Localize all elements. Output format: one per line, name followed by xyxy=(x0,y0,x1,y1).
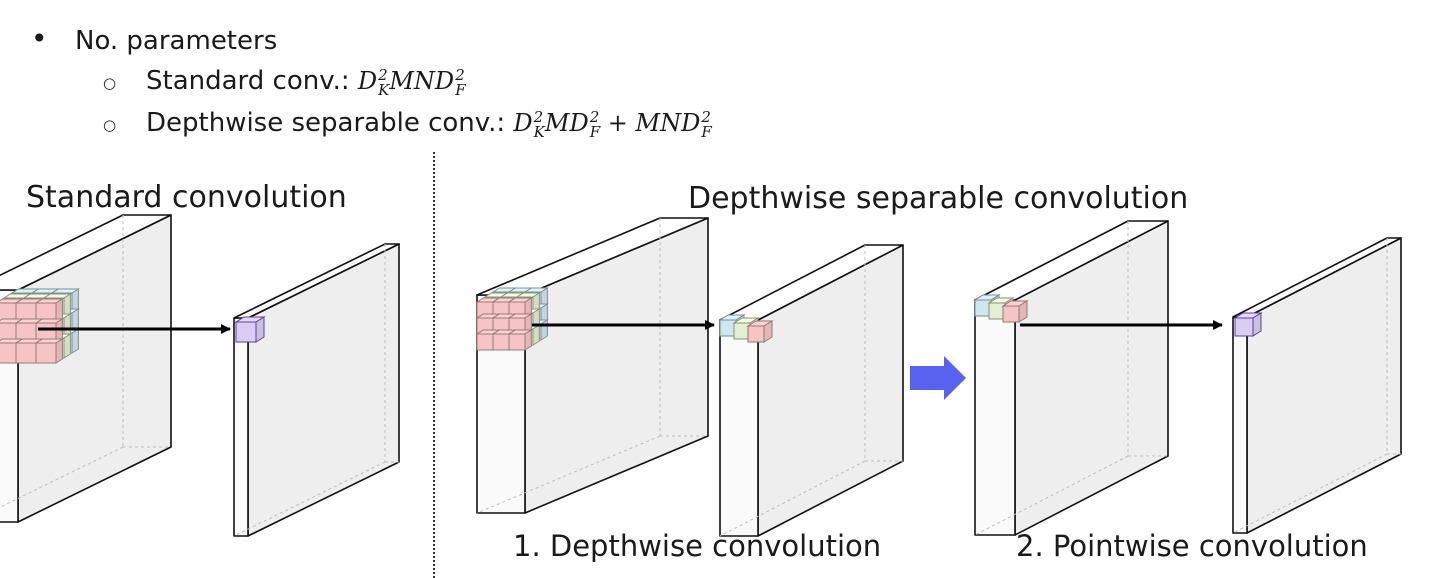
depthwise-output-block xyxy=(719,244,904,537)
block-side-face xyxy=(1246,237,1402,534)
kernel-cell xyxy=(34,338,65,364)
hidden-edge xyxy=(0,446,124,508)
section-divider xyxy=(433,152,435,578)
kernel-cell xyxy=(746,320,774,343)
stage-transition-arrow-icon xyxy=(910,356,966,400)
depthwise-input-block xyxy=(476,217,709,514)
bullet-ring-icon: ○ xyxy=(103,74,117,92)
hidden-edge xyxy=(233,461,386,537)
pointwise-output-cell xyxy=(1233,312,1263,337)
standard-kernel xyxy=(0,288,81,364)
input-feature-block xyxy=(0,214,172,523)
block-front-face xyxy=(719,319,759,537)
block-top-face xyxy=(0,214,172,291)
hidden-edge xyxy=(974,455,1129,536)
pointwise-output-block xyxy=(1232,237,1402,534)
block-front-face xyxy=(233,317,249,537)
depthwise-conv-label: Depthwise separable conv.: xyxy=(146,108,506,138)
pointwise-step-caption: 2. Pointwise convolution xyxy=(1016,529,1368,563)
bullet-dot-icon: • xyxy=(31,22,48,55)
hidden-edge xyxy=(1232,453,1388,534)
parameters-heading: No. parameters xyxy=(75,26,278,56)
block-front-face xyxy=(1232,316,1248,534)
block-front-face xyxy=(974,299,1016,536)
depthwise-separable-title: Depthwise separable convolution xyxy=(688,181,1189,216)
bullet-ring-icon: ○ xyxy=(103,116,117,134)
output-feature-block xyxy=(233,243,400,537)
depthwise-output-column xyxy=(718,314,774,343)
kernel-cell xyxy=(507,329,534,351)
pointwise-input-block xyxy=(974,220,1169,536)
standard-conv-label: Standard conv.: xyxy=(146,66,350,96)
standard-output-cell xyxy=(234,316,266,343)
pointwise-input-column xyxy=(973,294,1029,323)
depthwise-kernel xyxy=(475,287,550,351)
kernel-cell xyxy=(1001,300,1029,323)
standard-convolution-title: Standard convolution xyxy=(26,180,347,215)
formula-operator: + xyxy=(600,109,636,137)
bullet-parameters: • No. parameters xyxy=(31,22,278,56)
block-side-face xyxy=(524,217,709,514)
depthwise-step-caption: 1. Depthwise convolution xyxy=(513,529,882,563)
